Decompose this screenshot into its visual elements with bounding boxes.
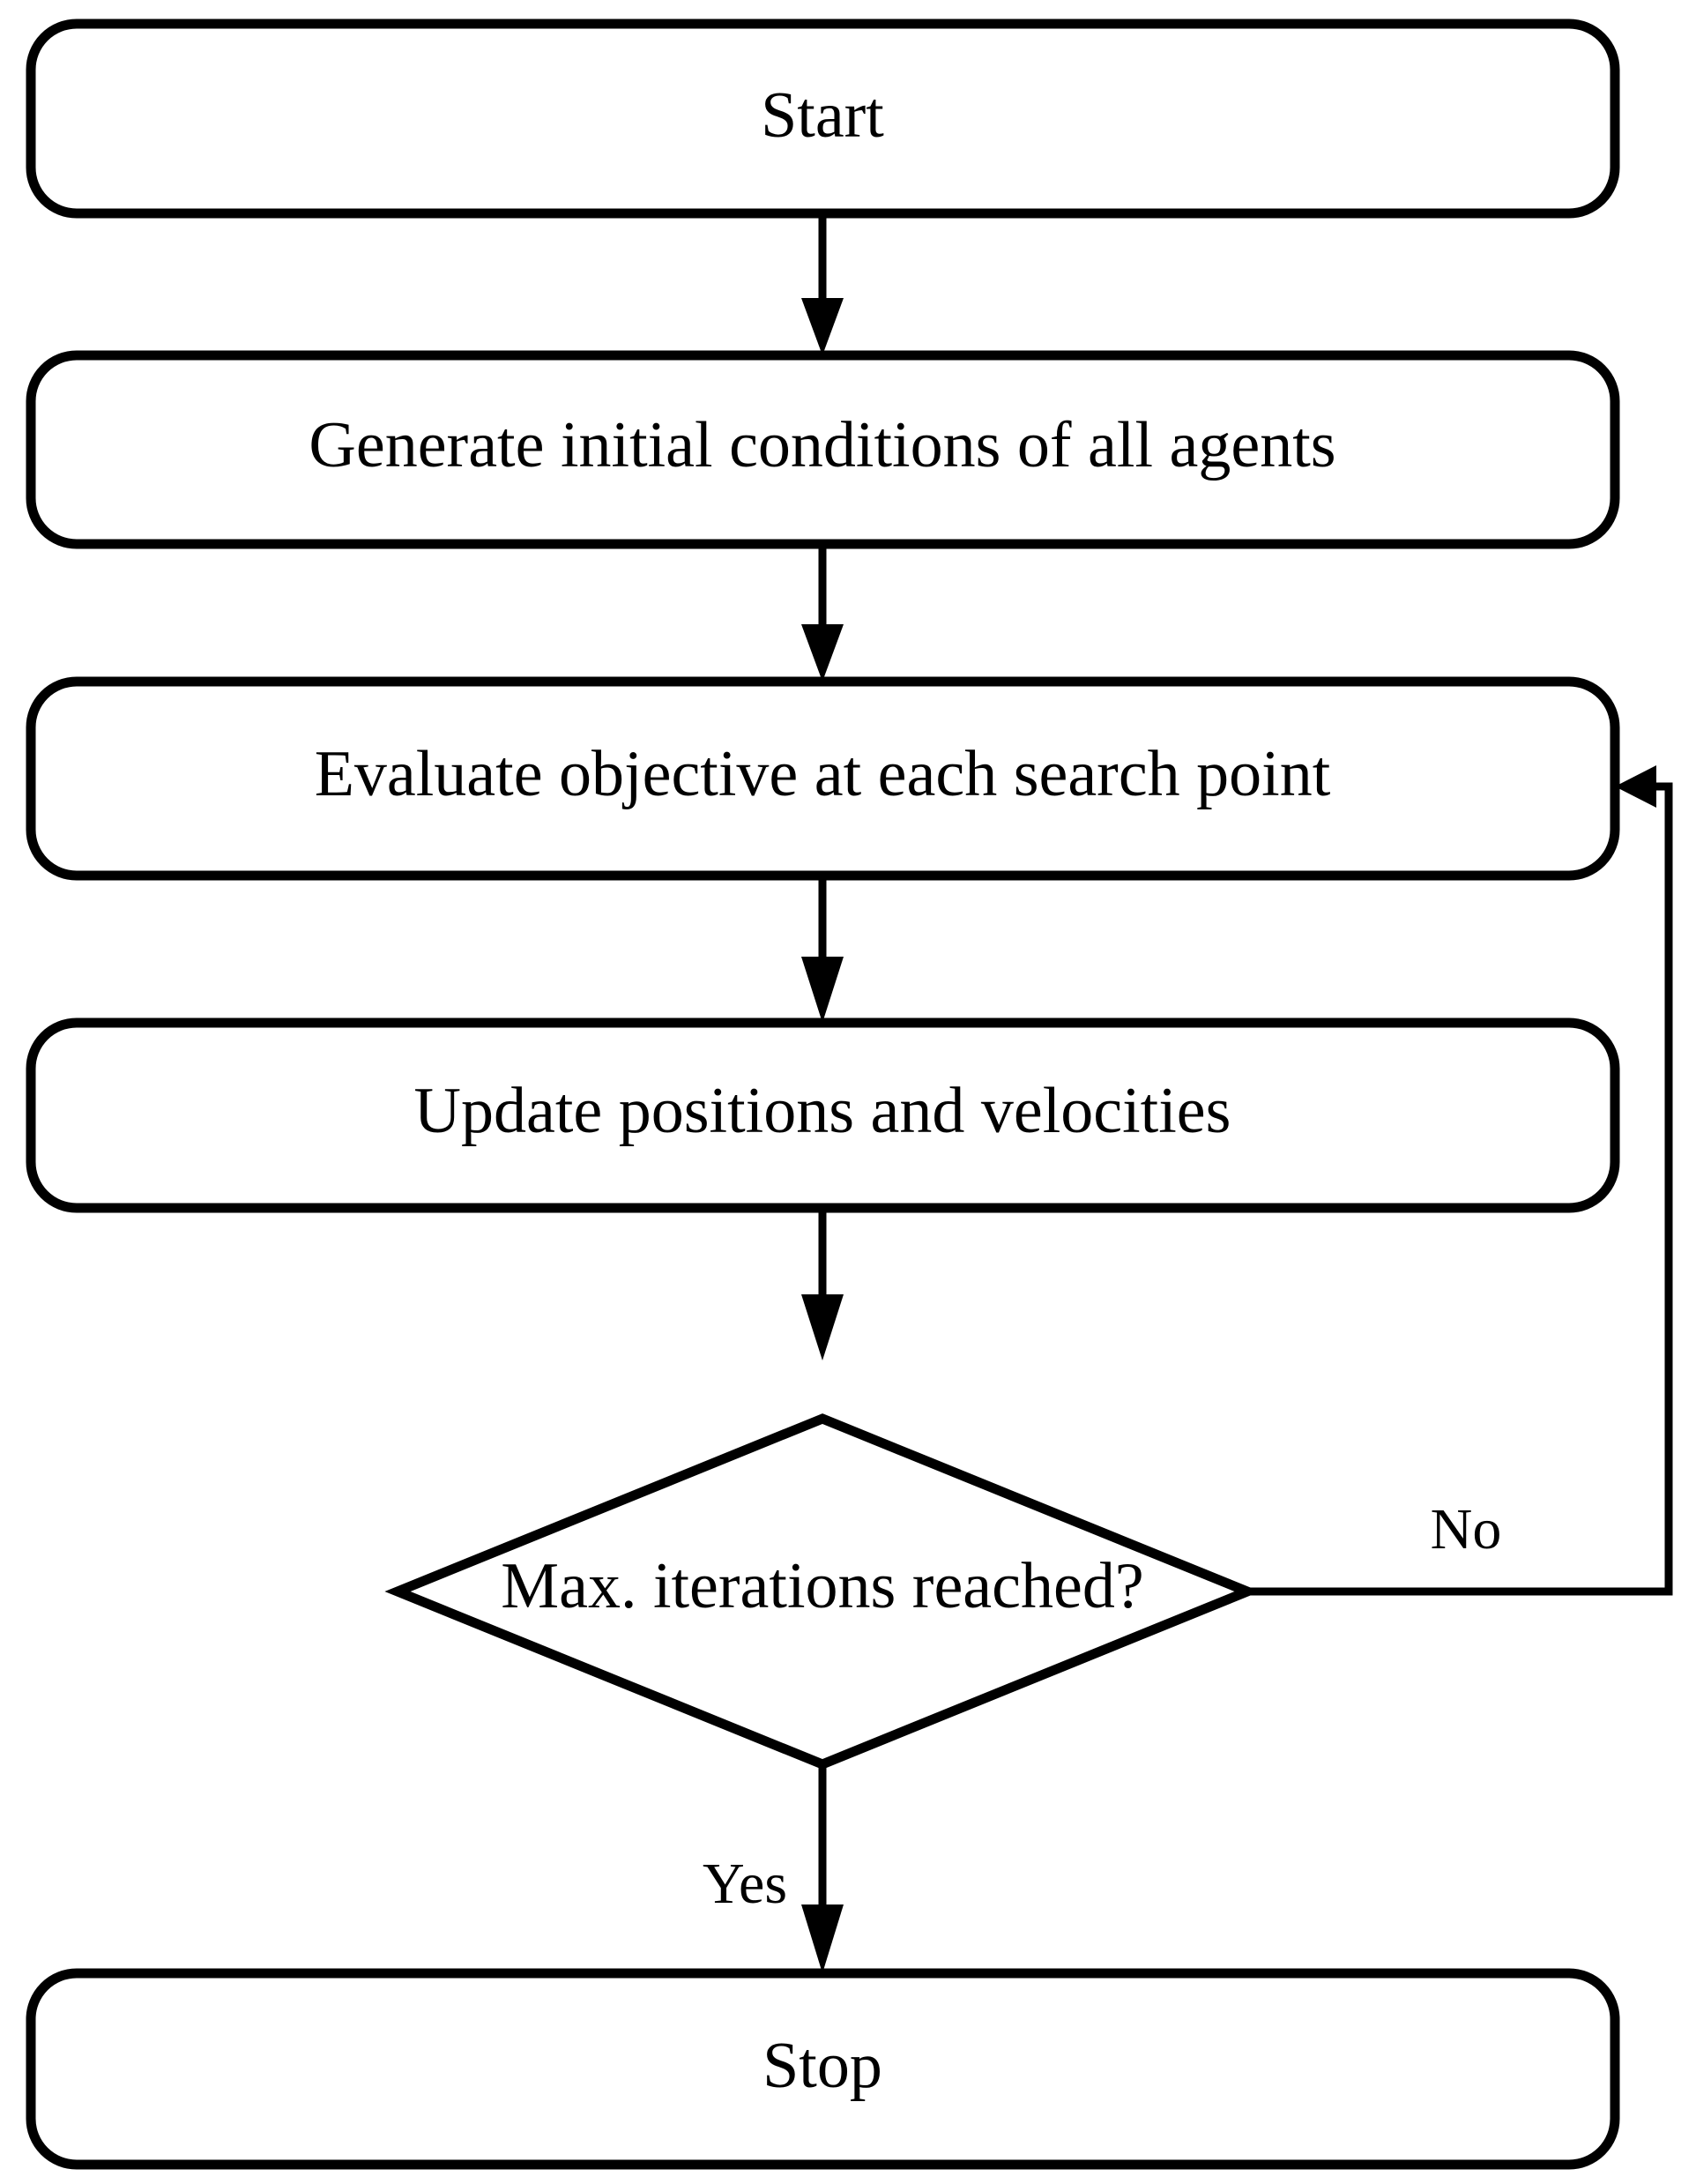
edge-evaluate-to-update-arrowhead xyxy=(801,957,844,1023)
decision-label: Max. iterations reached? xyxy=(501,1550,1143,1622)
edge-label-yes: Yes xyxy=(703,1852,787,1916)
edge-decision-no-path xyxy=(1247,782,1673,1596)
node-decision-max-iterations[interactable]: Max. iterations reached? xyxy=(384,1413,1261,1770)
edge-decision-no-arrowhead xyxy=(1615,765,1656,808)
edge-evaluate-to-update xyxy=(801,876,844,1023)
node-start[interactable]: Start xyxy=(26,19,1620,219)
edge-update-to-decision xyxy=(801,1208,844,1360)
node-evaluate-objective[interactable]: Evaluate objective at each search point xyxy=(26,676,1620,881)
generate-label: Generate initial conditions of all agent… xyxy=(309,409,1335,481)
edge-decision-yes-arrowhead xyxy=(801,1904,844,1973)
edge-generate-to-evaluate-arrowhead xyxy=(801,624,844,682)
edge-label-no: No xyxy=(1431,1497,1502,1562)
node-update-positions[interactable]: Update positions and velocities xyxy=(26,1017,1620,1213)
update-label: Update positions and velocities xyxy=(414,1075,1231,1147)
edge-generate-to-evaluate xyxy=(801,544,844,682)
edge-decision-no-to-evaluate: No xyxy=(1247,765,1673,1596)
stop-label: Stop xyxy=(762,2030,882,2102)
edge-start-to-generate-arrowhead xyxy=(801,298,844,355)
node-generate-initial-conditions[interactable]: Generate initial conditions of all agent… xyxy=(26,350,1620,549)
start-label: Start xyxy=(761,79,884,152)
edge-decision-yes-to-stop: Yes xyxy=(703,1764,844,1973)
node-stop[interactable]: Stop xyxy=(26,1968,1620,2170)
stop-box-shape xyxy=(26,1968,1620,2170)
edge-update-to-decision-arrowhead xyxy=(801,1294,844,1360)
edge-start-to-generate xyxy=(801,213,844,355)
evaluate-label: Evaluate objective at each search point xyxy=(315,738,1331,810)
